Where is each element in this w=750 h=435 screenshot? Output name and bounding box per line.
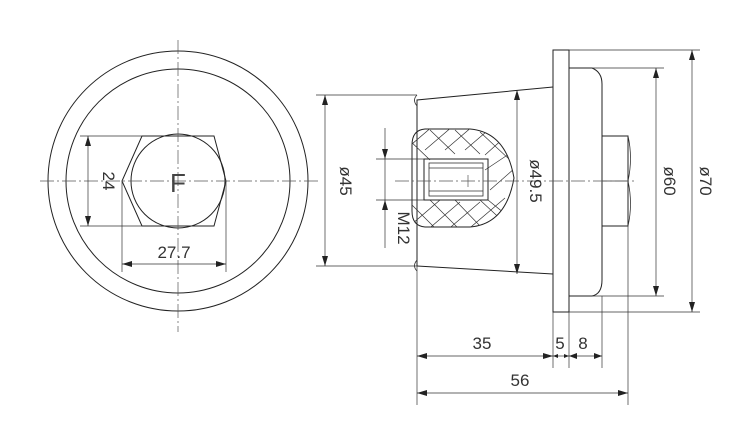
dim-label-body-length: 35 — [473, 334, 492, 353]
dim-label-overall-length: 56 — [511, 371, 530, 390]
dim-label-spacer-thickness: 8 — [578, 334, 587, 353]
dim-flange-outer-dia: ø70 — [569, 49, 715, 313]
dim-label-thread: M12 — [394, 211, 413, 244]
spacer-plate — [569, 67, 603, 297]
dim-label-flange-thickness: 5 — [555, 334, 564, 353]
dim-flange-thickness: 5 — [553, 334, 569, 358]
front-view: F 24 27.7 — [40, 40, 318, 332]
rubber-cap-section — [411, 128, 515, 228]
dim-label-hex-width: 27.7 — [157, 243, 190, 262]
dim-cone-dia: ø49.5 — [514, 90, 545, 274]
dim-label-flange-outer-dia: ø70 — [696, 166, 715, 195]
dim-spacer-thickness: 8 — [569, 334, 602, 359]
dim-bore-dia: ø45 — [316, 94, 417, 267]
side-view: ø45 M12 ø49.5 ø60 — [316, 49, 715, 405]
dim-hex-flats: 24 — [80, 135, 142, 227]
dim-label-bore-dia: ø45 — [336, 166, 355, 195]
dim-label-flange-inner-dia: ø60 — [660, 166, 679, 195]
threaded-insert — [423, 158, 489, 201]
dim-label-hex-flats: 24 — [99, 172, 118, 191]
dim-hex-width: 27.7 — [121, 181, 227, 272]
orientation-mark: F — [170, 168, 186, 198]
dim-body-length: 35 — [417, 334, 553, 359]
dim-flange-inner-dia: ø60 — [592, 67, 679, 297]
dim-overall-length: 56 — [417, 371, 628, 396]
dim-label-cone-dia: ø49.5 — [526, 159, 545, 202]
dim-thread: M12 — [376, 128, 424, 248]
cone-body-outline — [416, 86, 554, 266]
